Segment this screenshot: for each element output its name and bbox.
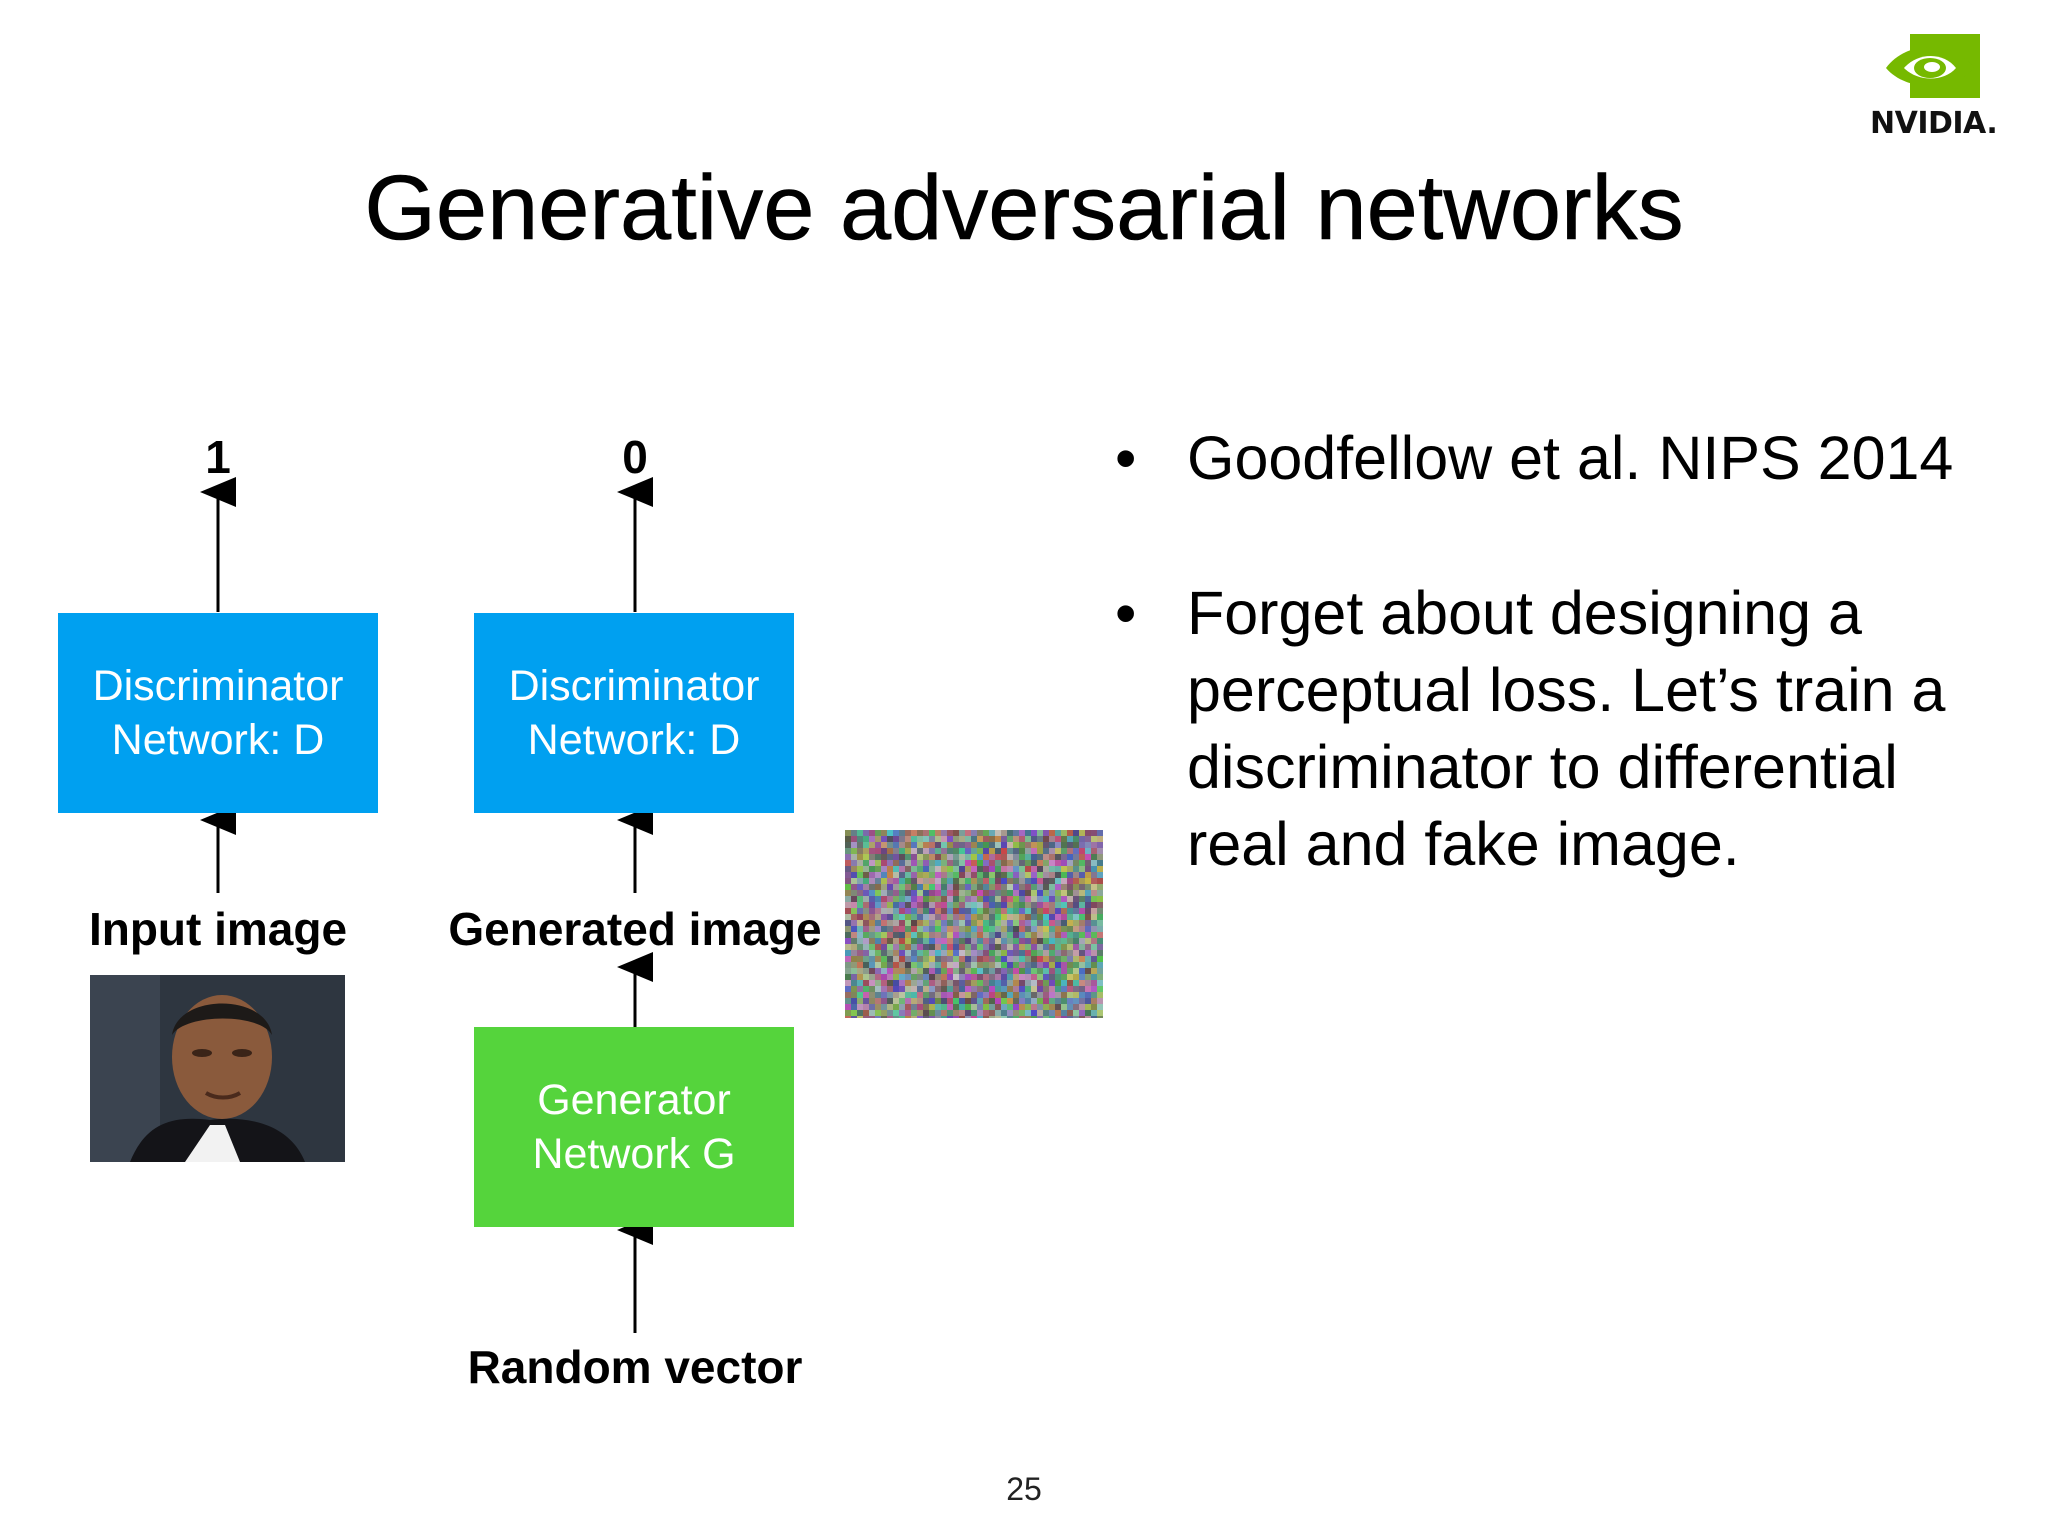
generator-box: Generator Network G: [474, 1027, 794, 1227]
left-output-value: 1: [205, 431, 231, 483]
bullet-text: Goodfellow et al. NIPS 2014: [1187, 424, 1954, 492]
face-photo-icon: [90, 975, 345, 1162]
noise-image: [845, 830, 1103, 1018]
bullet-dot: •: [1115, 424, 1137, 492]
bullet-dot: •: [1115, 579, 1137, 647]
left-discriminator-box: Discriminator Network: D: [58, 613, 378, 813]
page-number: 25: [1006, 1471, 1042, 1507]
nvidia-eye-icon: [1884, 34, 1980, 98]
discriminator-label-line1: Discriminator: [508, 662, 760, 710]
input-face-photo: [90, 975, 345, 1162]
bullet-text: Forget about designing a perceptual loss…: [1187, 579, 1946, 878]
discriminator-label-line2: Network: D: [111, 716, 325, 764]
right-discriminator-box: Discriminator Network: D: [474, 613, 794, 813]
random-vector-label: Random vector: [467, 1341, 803, 1393]
right-output-value: 0: [622, 431, 648, 483]
generated-image-label: Generated image: [448, 903, 822, 955]
slide-title: Generative adversarial networks: [364, 157, 1684, 259]
generator-label-line1: Generator: [537, 1076, 731, 1124]
nvidia-wordmark: NVIDIA.: [1870, 106, 1998, 141]
bullet-list: • Goodfellow et al. NIPS 2014 • Forget a…: [1115, 420, 1995, 961]
generator-label-line2: Network G: [532, 1130, 736, 1178]
discriminator-label-line2: Network: D: [527, 716, 741, 764]
input-image-label: Input image: [88, 903, 348, 955]
bullet-item: • Goodfellow et al. NIPS 2014: [1115, 420, 1995, 497]
discriminator-label-line1: Discriminator: [92, 662, 344, 710]
bullet-item: • Forget about designing a perceptual lo…: [1115, 575, 1995, 883]
nvidia-logo: NVIDIA.: [1870, 34, 2010, 141]
